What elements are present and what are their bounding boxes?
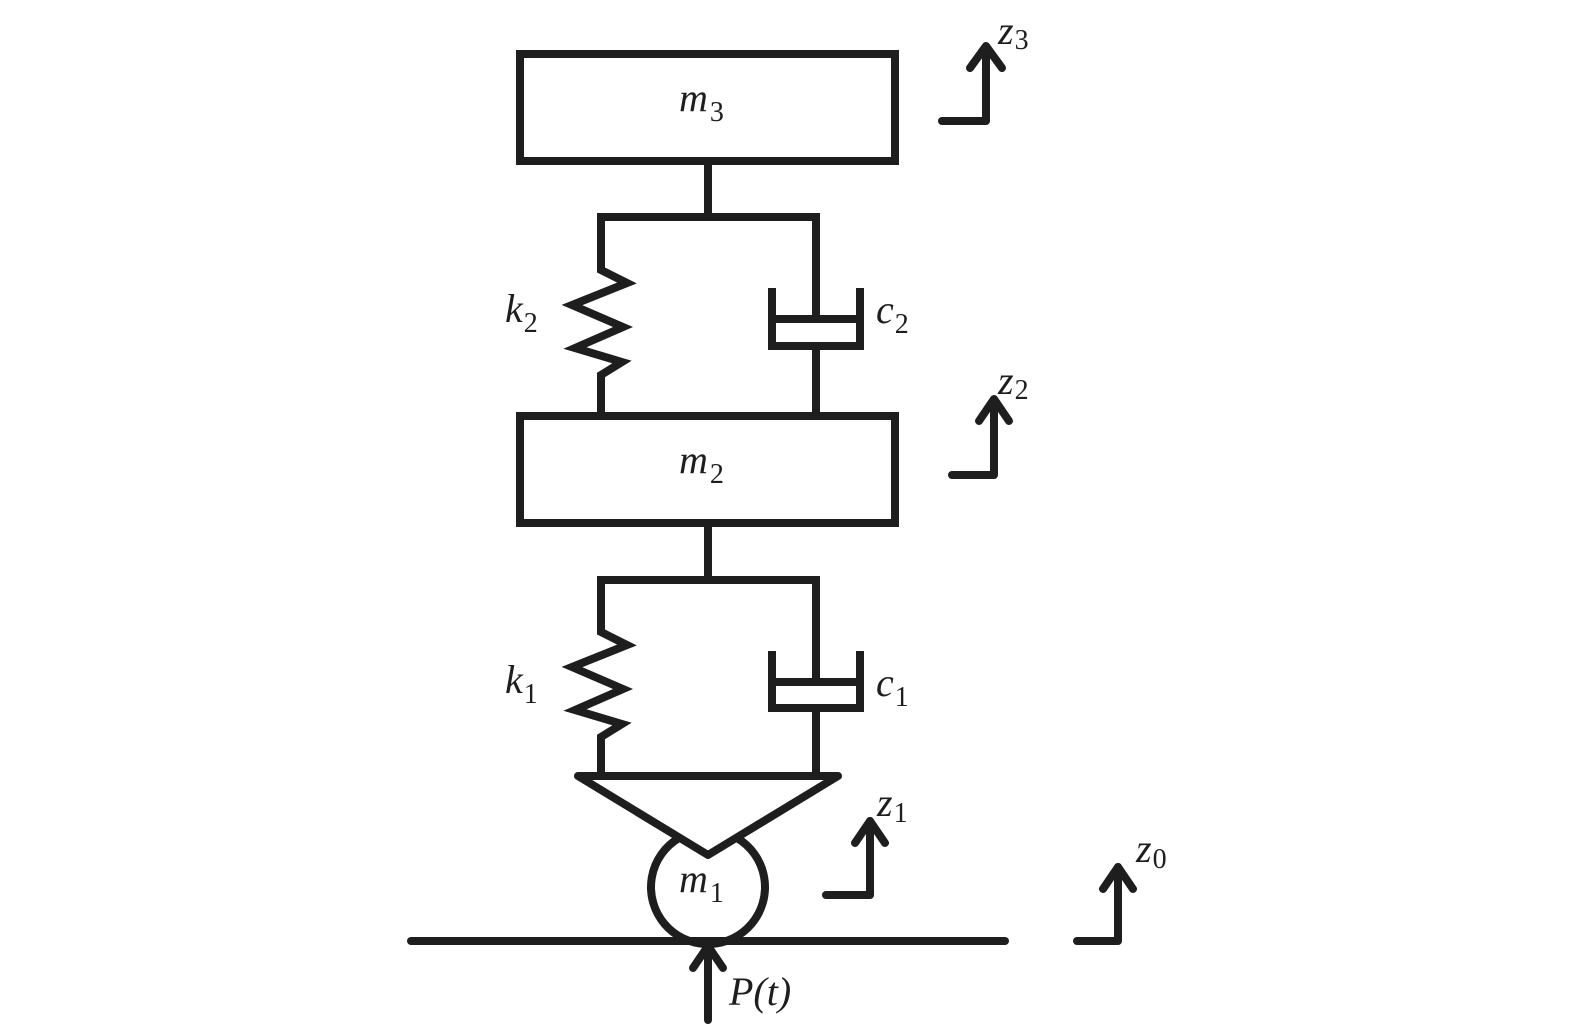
spring-k2-label: k2 bbox=[505, 286, 538, 339]
force-arrow-p: P(t) bbox=[689, 942, 791, 1024]
displacement-z3-label: z3 bbox=[997, 8, 1029, 56]
mass-m3: m3 bbox=[516, 50, 899, 165]
displacement-z1-arrowhead bbox=[851, 817, 889, 847]
displacement-z1-label: z1 bbox=[876, 780, 908, 829]
spring-k2 bbox=[561, 213, 637, 417]
displacement-z3: z3 bbox=[938, 8, 1029, 125]
damper-c1 bbox=[768, 576, 864, 779]
mass-m1-label: m1 bbox=[679, 856, 724, 909]
displacement-z0-label: z0 bbox=[1135, 826, 1167, 875]
spring-k1-label: k1 bbox=[505, 657, 538, 710]
contact-wedge bbox=[574, 772, 842, 859]
displacement-z1-arrow bbox=[822, 817, 874, 899]
spring-k1 bbox=[561, 576, 637, 779]
displacement-z0: z0 bbox=[1073, 826, 1167, 945]
displacement-z3-arrow bbox=[938, 44, 990, 125]
displacement-z1: z1 bbox=[822, 780, 908, 899]
displacement-z2-arrow bbox=[948, 396, 998, 479]
force-label: P(t) bbox=[728, 969, 791, 1014]
displacement-z2-label: z2 bbox=[997, 358, 1029, 406]
mass-m2: m2 bbox=[516, 412, 899, 527]
displacement-z0-arrowhead bbox=[1099, 863, 1137, 893]
damper-c2 bbox=[768, 213, 864, 417]
mass-m3-label: m3 bbox=[679, 75, 724, 128]
displacement-z2: z2 bbox=[948, 358, 1029, 479]
force-arrow-head bbox=[689, 942, 727, 972]
mass-m2-label: m2 bbox=[679, 437, 724, 490]
displacement-z2-arrowhead bbox=[975, 395, 1013, 425]
damper-c2-label: c2 bbox=[876, 287, 909, 340]
damper-c1-label: c1 bbox=[876, 660, 909, 713]
displacement-z0-arrow bbox=[1073, 863, 1122, 945]
displacement-z3-arrowhead bbox=[966, 42, 1006, 72]
